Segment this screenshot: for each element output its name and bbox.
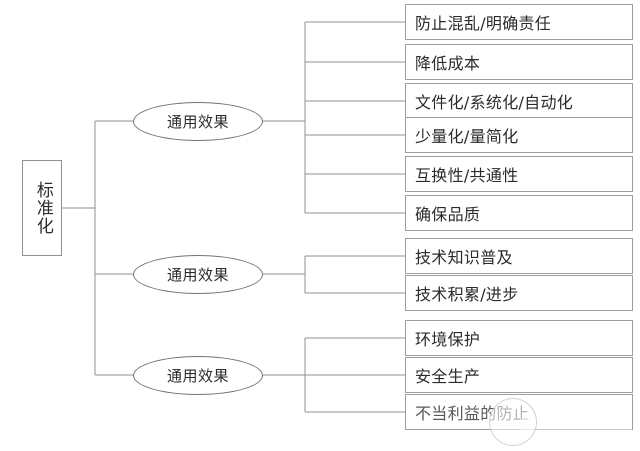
- branch-node-3[interactable]: 通用效果: [133, 356, 263, 395]
- leaf-node-2-1-label: 技术知识普及: [415, 248, 513, 267]
- leaf-node-1-2[interactable]: 降低成本: [405, 44, 633, 80]
- leaf-node-2-1[interactable]: 技术知识普及: [405, 238, 633, 274]
- leaf-node-1-1-label: 防止混乱/明确责任: [415, 14, 552, 33]
- leaf-node-1-3-label: 文件化/系统化/自动化: [415, 93, 574, 112]
- leaf-node-3-1[interactable]: 环境保护: [405, 320, 633, 356]
- leaf-node-3-1-label: 环境保护: [415, 330, 481, 349]
- leaf-node-3-3[interactable]: 不当利益的防止: [405, 394, 633, 430]
- leaf-node-1-2-label: 降低成本: [415, 54, 481, 73]
- branch-node-3-label: 通用效果: [166, 367, 229, 385]
- leaf-node-3-2[interactable]: 安全生产: [405, 357, 633, 393]
- root-node-label: 标准化: [32, 181, 53, 235]
- leaf-node-1-3[interactable]: 文件化/系统化/自动化: [405, 83, 633, 119]
- branch-node-2-label: 通用效果: [166, 266, 229, 284]
- leaf-node-1-5[interactable]: 互换性/共通性: [405, 156, 633, 192]
- branch-node-1[interactable]: 通用效果: [133, 102, 263, 141]
- branch-node-1-label: 通用效果: [166, 113, 229, 131]
- root-node-standardization[interactable]: 标准化: [22, 160, 62, 256]
- leaf-node-2-2-label: 技术积累/进步: [415, 285, 519, 304]
- leaf-node-1-1[interactable]: 防止混乱/明确责任: [405, 4, 633, 40]
- leaf-node-1-4-label: 少量化/量简化: [415, 127, 519, 146]
- leaf-node-1-6[interactable]: 确保品质: [405, 195, 633, 231]
- leaf-node-3-3-label: 不当利益的防止: [415, 404, 530, 423]
- leaf-node-2-2[interactable]: 技术积累/进步: [405, 275, 633, 311]
- leaf-node-1-4[interactable]: 少量化/量简化: [405, 117, 633, 153]
- leaf-node-1-5-label: 互换性/共通性: [415, 166, 519, 185]
- leaf-node-3-2-label: 安全生产: [415, 367, 481, 386]
- leaf-node-1-6-label: 确保品质: [415, 205, 481, 224]
- branch-node-2[interactable]: 通用效果: [133, 255, 263, 294]
